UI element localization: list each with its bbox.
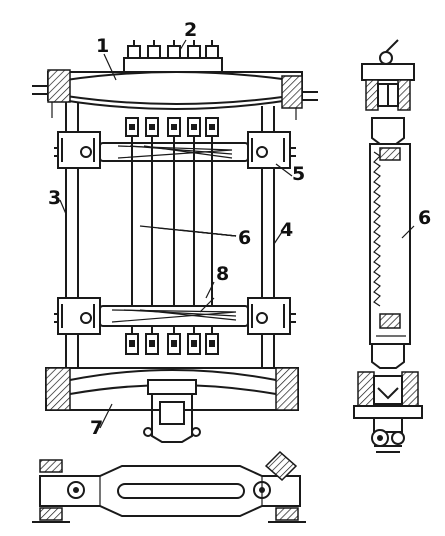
label-6-main: 6 (238, 227, 251, 249)
label-leaders (59, 39, 293, 429)
bottom-crossbeam (45, 367, 299, 411)
side-top-housing (361, 63, 415, 111)
upper-grip-blocks (125, 117, 219, 137)
label-8: 8 (216, 263, 229, 285)
callout-labels: 1 2 3 4 5 6 6 7 8 (48, 19, 431, 439)
upper-clamp-assembly (54, 131, 296, 169)
label-1: 1 (96, 35, 109, 57)
side-bottom-shackle (371, 417, 405, 453)
leader-lines-6 (139, 225, 237, 237)
bottom-hook (143, 379, 201, 443)
side-bottom-housing (353, 371, 423, 419)
top-crossbeam (32, 69, 318, 120)
label-3: 3 (48, 187, 61, 209)
label-5: 5 (292, 163, 305, 185)
bottom-link-detail (32, 450, 306, 523)
side-view (353, 39, 423, 453)
top-clamp-block (123, 40, 223, 73)
label-6-side: 6 (418, 207, 431, 229)
label-2: 2 (184, 19, 197, 41)
label-7: 7 (90, 417, 103, 439)
specimen-strips (131, 136, 213, 334)
side-tube-body (369, 143, 411, 345)
lower-specimen-bar (99, 297, 249, 327)
lower-grip-blocks (125, 333, 219, 355)
label-4: 4 (280, 219, 293, 241)
front-view (32, 40, 318, 443)
